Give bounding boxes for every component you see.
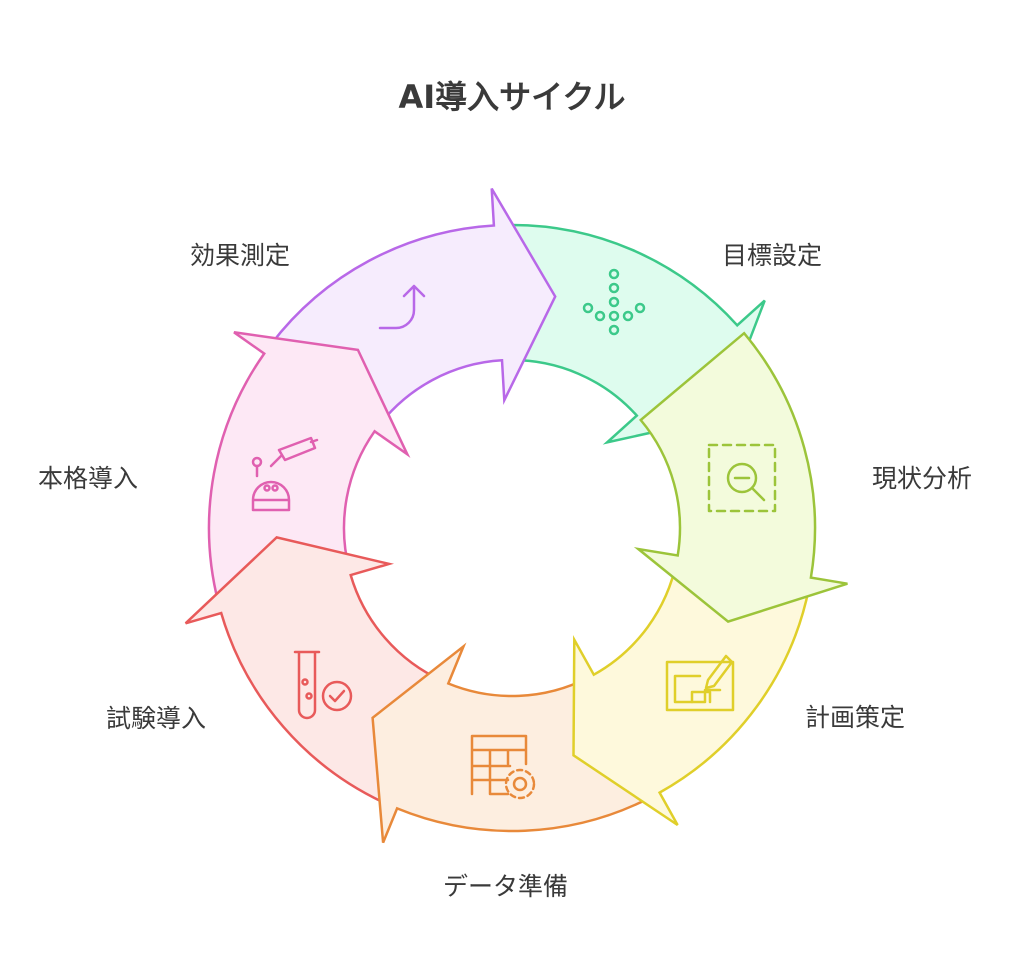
diagram-title: AI導入サイクル [398,78,626,116]
step-label-5: 試験導入 [106,704,206,733]
step-label-6: 本格導入 [38,464,138,493]
table-gear-icon [470,734,536,800]
step-label-3: 計画策定 [805,703,905,732]
blueprint-pencil-icon [665,654,735,712]
step-label-2: 現状分析 [872,464,972,493]
robot-camera-icon [251,436,319,512]
step-label-1: 目標設定 [722,241,822,270]
step-label-7: 効果測定 [190,241,290,270]
arrow-segment-6 [207,331,411,605]
trend-up-arrow-icon [378,284,426,330]
test-tube-check-icon [293,650,353,720]
dotted-arrow-down-icon [582,268,646,336]
magnify-minus-icon [707,443,777,513]
step-label-4: データ準備 [443,872,568,901]
